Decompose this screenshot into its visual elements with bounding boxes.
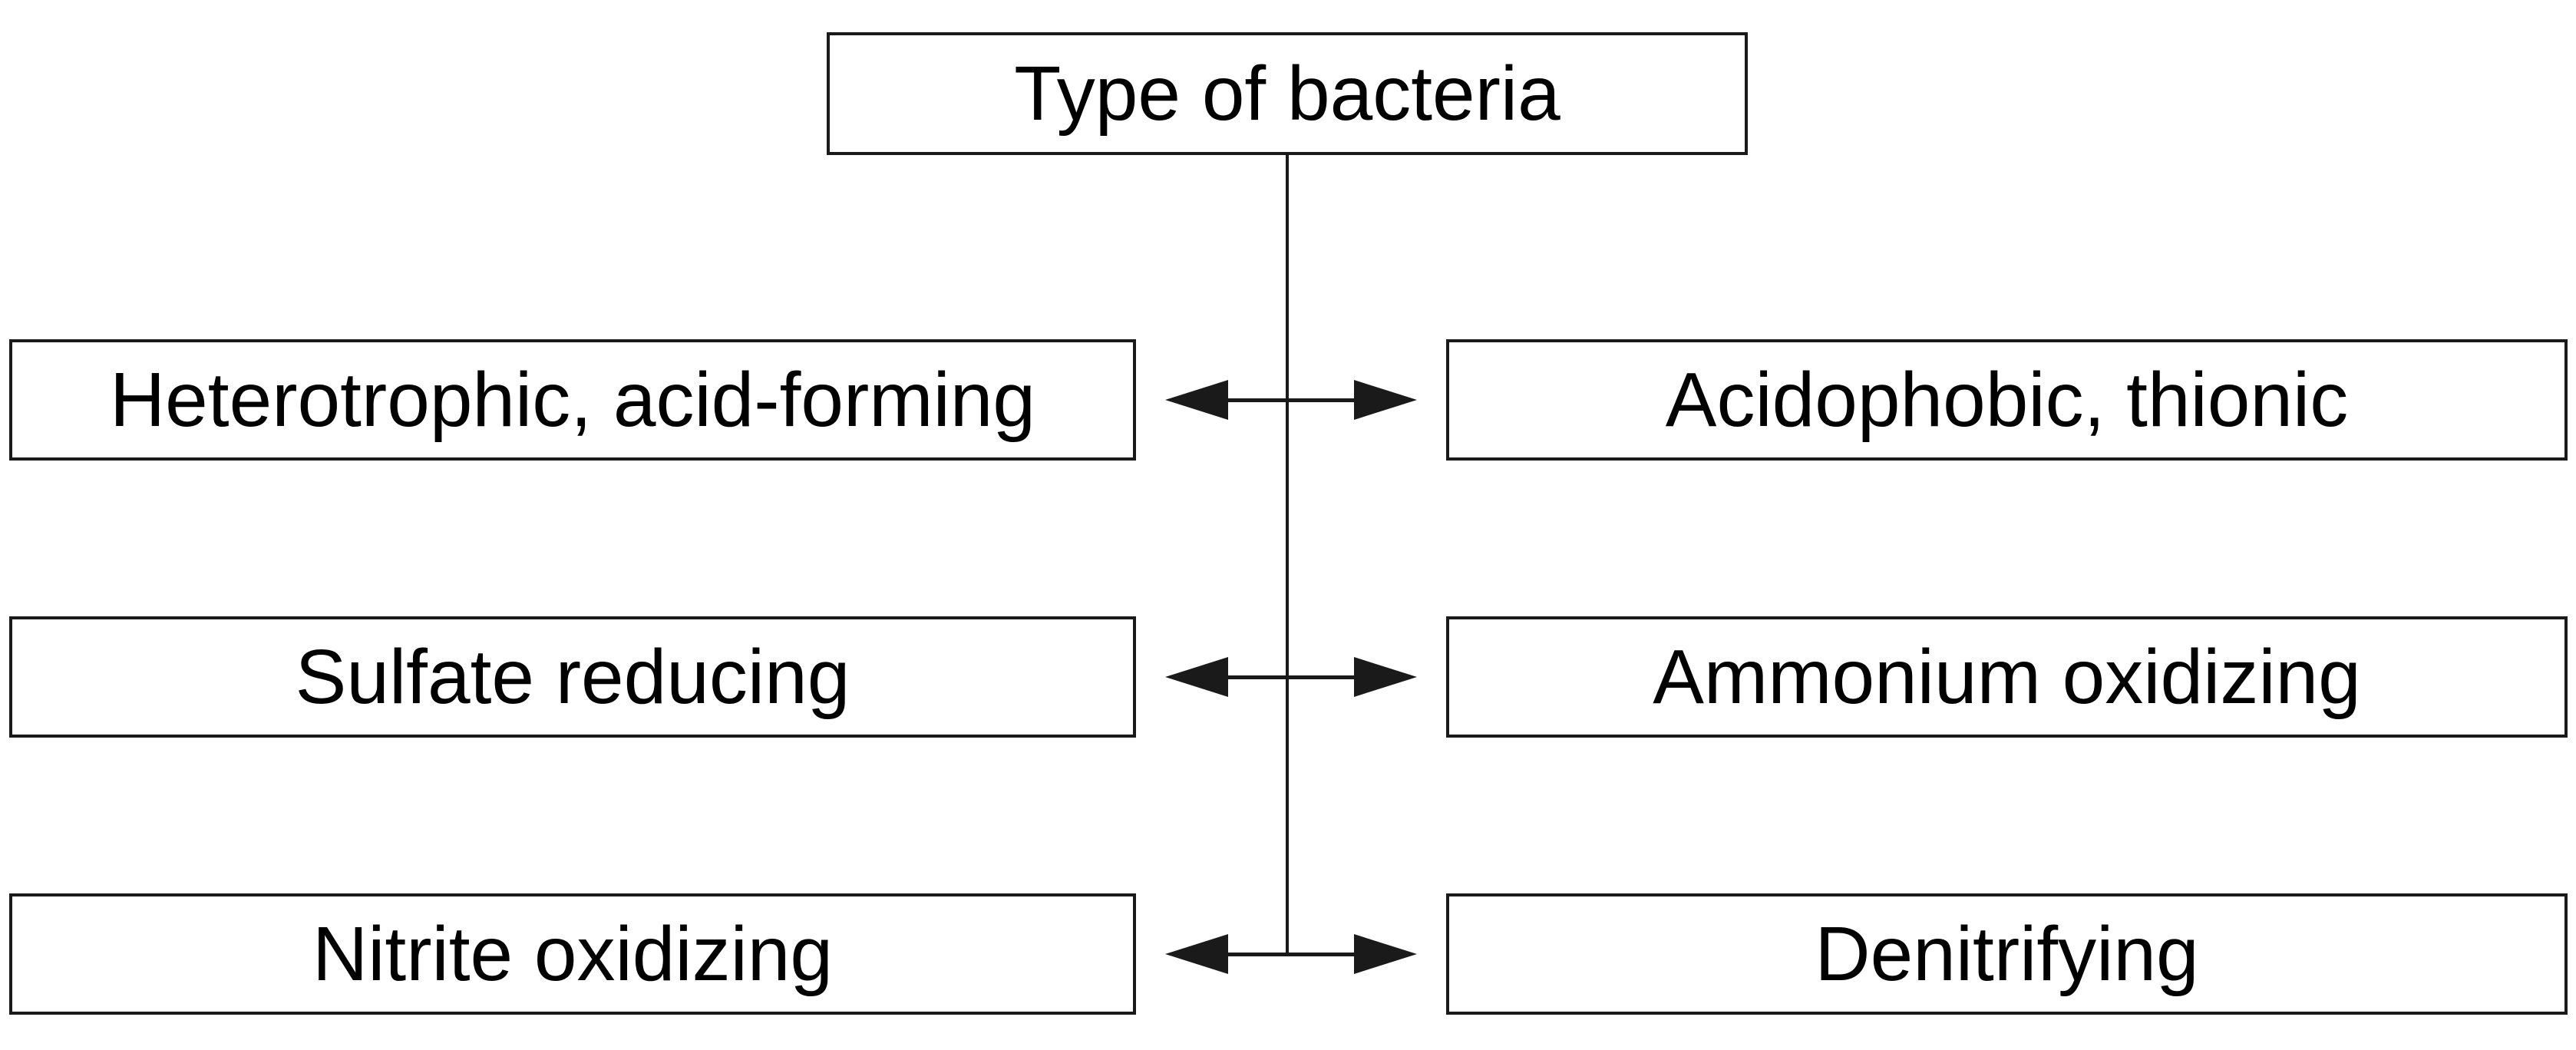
node-sulfate-reducing-label: Sulfate reducing — [295, 634, 850, 720]
arrow-shaft — [1228, 398, 1354, 402]
trunk-line — [1286, 155, 1289, 956]
node-denitrifying-label: Denitrifying — [1815, 911, 2199, 997]
node-denitrifying: Denitrifying — [1446, 893, 2568, 1015]
node-nitrite-oxidizing: Nitrite oxidizing — [9, 893, 1136, 1015]
node-ammonium-oxidizing: Ammonium oxidizing — [1446, 616, 2568, 738]
node-acidophobic-thionic: Acidophobic, thionic — [1446, 339, 2568, 461]
arrowhead-left-icon — [1165, 934, 1228, 974]
node-heterotrophic-acid-forming: Heterotrophic, acid-forming — [9, 339, 1136, 461]
arrow-shaft — [1228, 675, 1354, 679]
bidirectional-arrow-row-2 — [1165, 657, 1417, 697]
bidirectional-arrow-row-3 — [1165, 934, 1417, 974]
arrow-shaft — [1228, 952, 1354, 956]
node-ammonium-oxidizing-label: Ammonium oxidizing — [1653, 634, 2361, 720]
arrowhead-right-icon — [1354, 380, 1417, 420]
arrowhead-left-icon — [1165, 380, 1228, 420]
arrowhead-right-icon — [1354, 934, 1417, 974]
arrowhead-right-icon — [1354, 657, 1417, 697]
node-type-of-bacteria: Type of bacteria — [827, 32, 1748, 155]
node-nitrite-oxidizing-label: Nitrite oxidizing — [312, 911, 834, 997]
bidirectional-arrow-row-1 — [1165, 380, 1417, 420]
arrowhead-left-icon — [1165, 657, 1228, 697]
node-heterotrophic-acid-forming-label: Heterotrophic, acid-forming — [109, 357, 1036, 443]
node-type-of-bacteria-label: Type of bacteria — [1014, 51, 1560, 137]
node-sulfate-reducing: Sulfate reducing — [9, 616, 1136, 738]
node-acidophobic-thionic-label: Acidophobic, thionic — [1665, 357, 2349, 443]
